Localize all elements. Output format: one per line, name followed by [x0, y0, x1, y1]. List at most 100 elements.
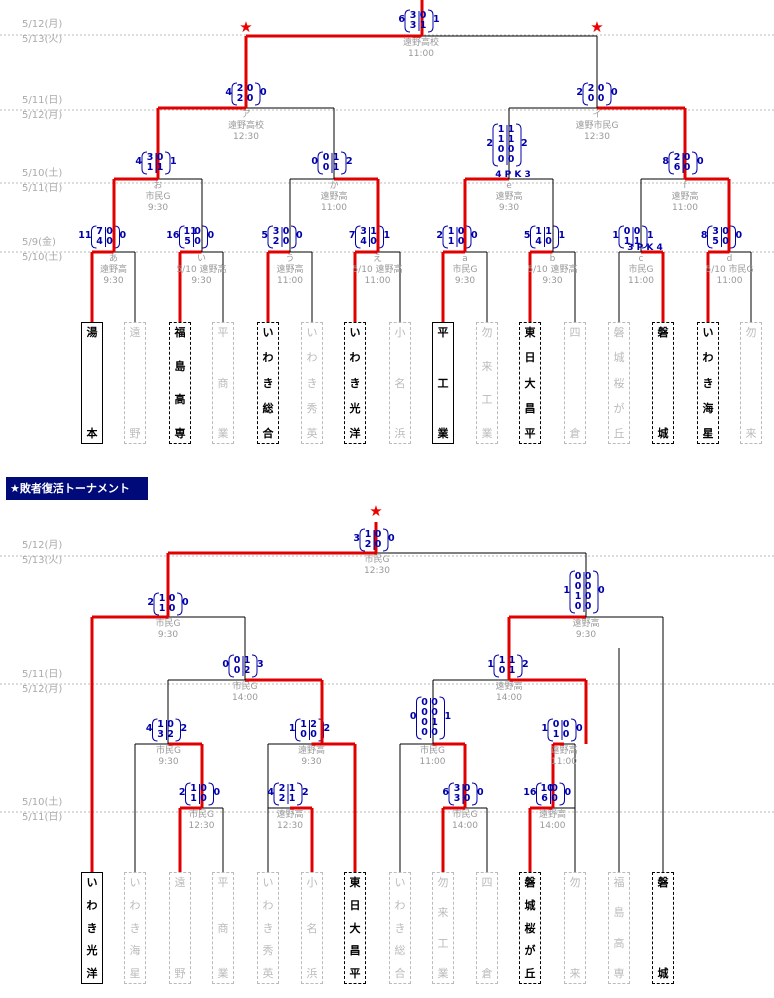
- team-char: 高: [174, 393, 186, 407]
- score-total-right: 1: [444, 711, 452, 722]
- team-char: 平: [349, 967, 361, 980]
- team-char: い: [702, 326, 714, 339]
- half-score-left: 0: [421, 697, 428, 708]
- half-score-left: 3: [453, 793, 461, 804]
- team-char: わ: [262, 898, 274, 912]
- team-char: 業: [217, 967, 229, 980]
- score-bracket-right: [691, 151, 698, 175]
- team-char: 星: [702, 427, 714, 440]
- half-score-right: 0: [457, 236, 465, 247]
- team-char: 名: [306, 921, 318, 935]
- half-score-left: 2: [673, 152, 681, 163]
- half-score-left: 2: [236, 93, 244, 104]
- half-score-right: 0: [168, 603, 176, 614]
- venue-name: 遠野高: [99, 265, 128, 275]
- score-total-left: 1: [487, 659, 494, 670]
- half-score-right: 0: [722, 226, 729, 237]
- half-score-right: 1: [508, 665, 516, 676]
- half-score-right: 1: [431, 717, 438, 728]
- match-time: 9:30: [575, 630, 597, 640]
- half-score-left: 1: [497, 124, 505, 135]
- venue-name: 市民G: [155, 619, 181, 629]
- venue-name: 遠野高校: [402, 38, 440, 48]
- half-score-right: 0: [310, 729, 317, 740]
- score-bracket-right: [465, 225, 472, 249]
- score-bracket-left: [493, 654, 500, 678]
- half-score-left: 3: [272, 226, 280, 237]
- team-char: 英: [262, 967, 274, 980]
- match-time: 14:00: [539, 821, 566, 831]
- score-total-right: 0: [388, 533, 395, 544]
- team-name: いわき総合: [389, 872, 411, 984]
- team-char: い: [86, 876, 98, 889]
- half-score-right: 2: [243, 665, 251, 676]
- half-score-right: 0: [370, 236, 377, 247]
- score-total-right: 0: [182, 597, 189, 608]
- score-total-left: 2: [178, 787, 186, 798]
- score-total-right: 0: [564, 787, 572, 798]
- half-score-left: 0: [552, 719, 560, 730]
- half-score-right: 0: [167, 719, 174, 730]
- score-total-left: 2: [576, 87, 583, 98]
- half-score-right: 1: [156, 162, 164, 173]
- team-name: 磐城: [652, 322, 674, 444]
- score-total-right: 0: [735, 230, 743, 241]
- date-line-1: 5/11(日): [22, 95, 63, 106]
- match-label: あ: [108, 254, 119, 264]
- score-bracket-right: [515, 123, 522, 167]
- team-name: 勿来工業: [476, 322, 498, 444]
- half-score-right: 0: [584, 581, 592, 592]
- venue-name: 遠野高: [538, 810, 567, 820]
- score-bracket-right: [175, 718, 181, 742]
- date-label: 5/12(月)5/13(火): [22, 17, 62, 47]
- half-score-left: 0: [574, 601, 582, 612]
- team-name: いわき海星: [697, 322, 719, 444]
- half-score-left: 3: [453, 783, 461, 794]
- team-char: 倉: [481, 967, 493, 980]
- half-score-right: 0: [683, 152, 691, 163]
- half-score-left: 1: [158, 603, 166, 614]
- team-char: い: [306, 326, 318, 339]
- match-label: イ: [592, 110, 602, 120]
- team-name: 磐城: [652, 872, 674, 984]
- half-score-right: 0: [282, 236, 290, 247]
- score-bracket-left: [707, 225, 713, 249]
- team-char: 星: [129, 967, 141, 980]
- score-total-right: 1: [433, 14, 440, 25]
- venue-name: 市民G: [232, 682, 258, 692]
- date-label: 5/10(土)5/11(日): [22, 166, 62, 196]
- score-total-right: 2: [323, 723, 331, 734]
- team-char: 小: [306, 876, 318, 889]
- team-name: いわき秀英: [257, 872, 279, 984]
- score-total-right: 2: [180, 723, 188, 734]
- half-score-left: 1: [447, 236, 455, 247]
- date-line-2: 5/10(土): [22, 252, 63, 263]
- half-score-left: 0: [300, 729, 307, 740]
- score-bracket-left: [153, 592, 160, 616]
- score-total-left: 1: [563, 585, 570, 596]
- half-score-right: 0: [584, 571, 592, 582]
- venue-name: 市民G: [156, 746, 181, 756]
- score-bracket-left: [492, 123, 499, 167]
- date-line-1: 5/12(月): [22, 540, 63, 551]
- team-name: 平工業: [432, 322, 454, 444]
- match-label: d: [726, 254, 733, 264]
- score-total-left: 2: [436, 230, 443, 241]
- date-line-2: 5/12(月): [22, 684, 63, 695]
- team-char: 業: [437, 427, 449, 440]
- pk-result: 4 P K 3: [495, 170, 531, 180]
- team-char: 浜: [306, 967, 318, 980]
- score-bracket-right: [254, 82, 261, 106]
- score-bracket-left: [442, 225, 449, 249]
- half-score-left: 0: [233, 655, 241, 666]
